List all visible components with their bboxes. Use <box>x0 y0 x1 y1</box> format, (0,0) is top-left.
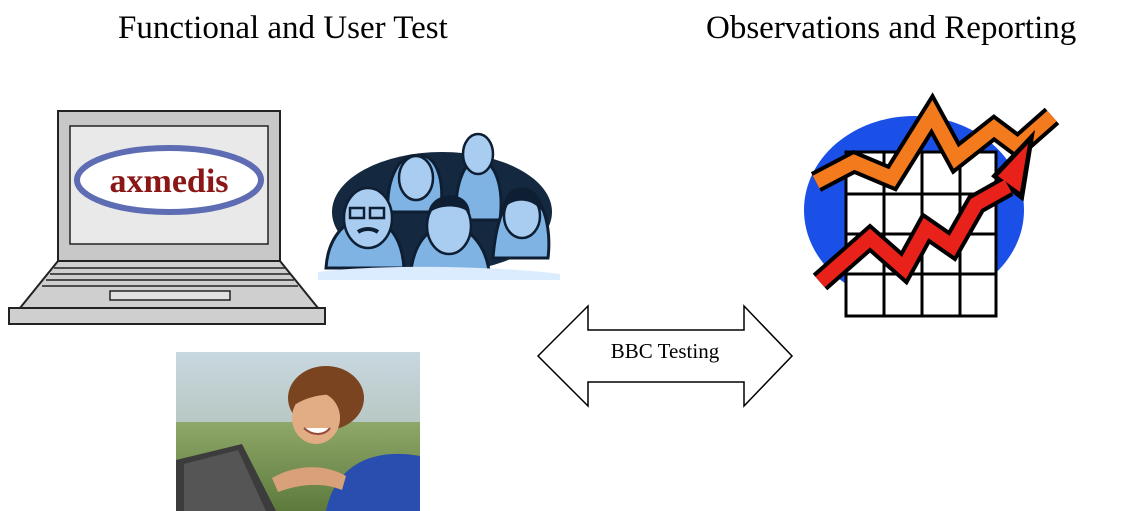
functional-user-test-heading: Functional and User Test <box>118 10 448 46</box>
observations-reporting-heading: Observations and Reporting <box>706 10 1077 46</box>
axmedis-logo-text: axmedis <box>110 163 229 200</box>
laptop-icon: axmedis <box>8 110 326 325</box>
people-group-icon <box>318 132 560 280</box>
woman-with-laptop-photo <box>176 352 420 511</box>
growth-chart-icon <box>804 92 1060 318</box>
bidirectional-arrow-icon <box>536 304 794 408</box>
bbc-testing-label: BBC Testing <box>610 339 720 363</box>
